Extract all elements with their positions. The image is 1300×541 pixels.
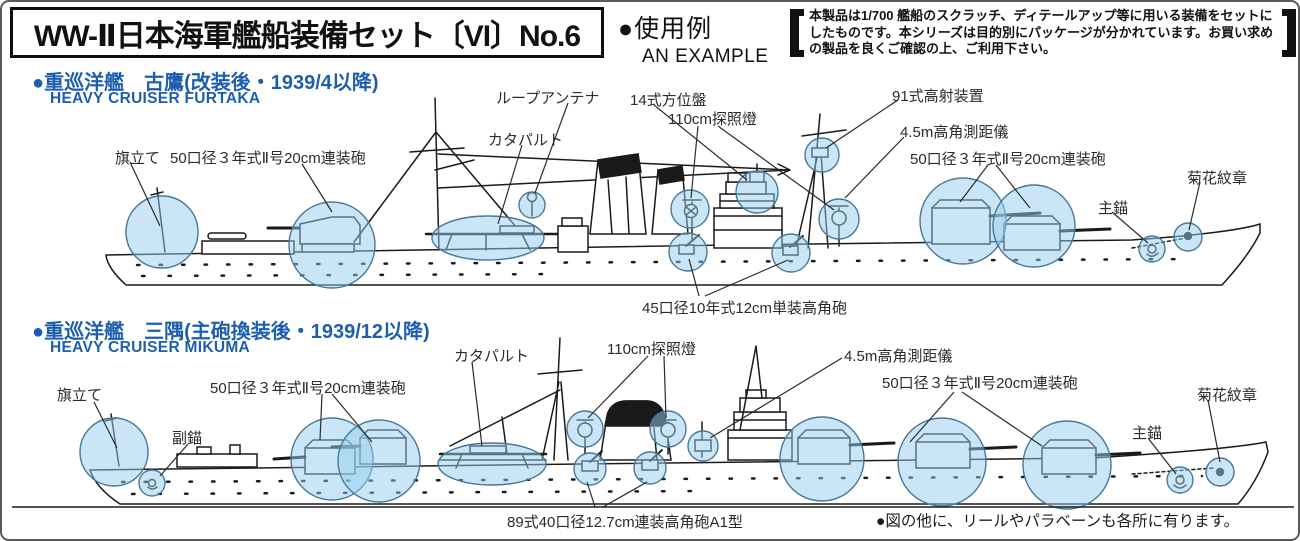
ship2-label-main-anchor: 主錨: [1132, 425, 1163, 442]
bracket-left-icon: [790, 8, 804, 57]
product-note-text: 本製品は1/700 艦船のスクラッチ、ディテールアップ等に用いる装備をセットにし…: [809, 8, 1274, 56]
ship2-label-89type-ha-gun: 89式40口径12.7cm連装高角砲A1型: [507, 514, 743, 531]
ship2-label-sub-anchor: 副錨: [172, 430, 203, 447]
ship1-name-jp: ●重巡洋艦 古鷹(改装後・1939/4以降): [32, 72, 379, 94]
ship2-label-110cm-searchlight: 110cm探照燈: [607, 341, 696, 358]
ship2-label-20cm-twin-gun-aft: 50口径３年式Ⅱ号20cm連装砲: [210, 380, 406, 397]
ship1-name-en: HEAVY CRUISER FURTAKA: [50, 90, 261, 107]
title-box: WW-Ⅱ日本海軍艦船装備セット〔VI〕No.6: [10, 7, 604, 58]
ship2-label-catapult: カタパルト: [454, 348, 530, 365]
ship1-label-catapult: カタパルト: [488, 132, 564, 149]
ship2-name-jp: ●重巡洋艦 三隅(主砲換装後・1939/12以降): [32, 321, 430, 343]
ship1-label-type91-aa-director: 91式高射装置: [892, 88, 984, 105]
ship1-leader-lines: [129, 99, 1201, 297]
ship2-label-chrysanthemum-crest: 菊花紋章: [1197, 387, 1258, 404]
usage-example: ●使用例 AN EXAMPLE: [618, 9, 768, 68]
ship1-label-4-5m-rangefinder: 4.5m高角測距儀: [900, 124, 1009, 141]
ship1-label-type14-director: 14式方位盤: [630, 92, 707, 109]
ship2-highlights: [79, 410, 1235, 510]
ship1-label-12cm-ha-gun: 45口径10年式12cm単装高角砲: [642, 300, 848, 317]
usage-example-en: AN EXAMPLE: [642, 46, 769, 67]
product-note: 本製品は1/700 艦船のスクラッチ、ディテールアップ等に用いる装備をセットにし…: [790, 8, 1296, 58]
ship2-label-flag-staff: 旗立て: [57, 387, 103, 404]
ship2-leader-lines: [93, 355, 1221, 508]
ship1-label-110cm-searchlight: 110cm探照燈: [668, 111, 757, 128]
sheet-title: WW-Ⅱ日本海軍艦船装備セット〔VI〕No.6: [33, 19, 581, 53]
ship1-label-20cm-twin-gun-aft: 50口径３年式Ⅱ号20cm連装砲: [170, 150, 366, 167]
ship2-label-20cm-twin-gun-fore: 50口径３年式Ⅱ号20cm連装砲: [882, 375, 1078, 392]
ship1-label-chrysanthemum-crest: 菊花紋章: [1187, 170, 1248, 187]
ship1-label-main-anchor: 主錨: [1098, 200, 1129, 217]
ship1-label-loop-antenna: ループアンテナ: [496, 90, 600, 107]
ship1-label-20cm-twin-gun-fore: 50口径３年式Ⅱ号20cm連装砲: [910, 151, 1106, 168]
ship2-label-4-5m-rangefinder: 4.5m高角測距儀: [844, 348, 953, 365]
bracket-right-icon: [1282, 8, 1296, 57]
ship1-label-flag-staff: 旗立て: [115, 150, 161, 167]
usage-example-jp: ●使用例: [618, 15, 713, 43]
footer-note: ●図の他に、リールやパラベーンも各所に有ります。: [876, 513, 1240, 530]
ship2-name-en: HEAVY CRUISER MIKUMA: [50, 339, 251, 356]
